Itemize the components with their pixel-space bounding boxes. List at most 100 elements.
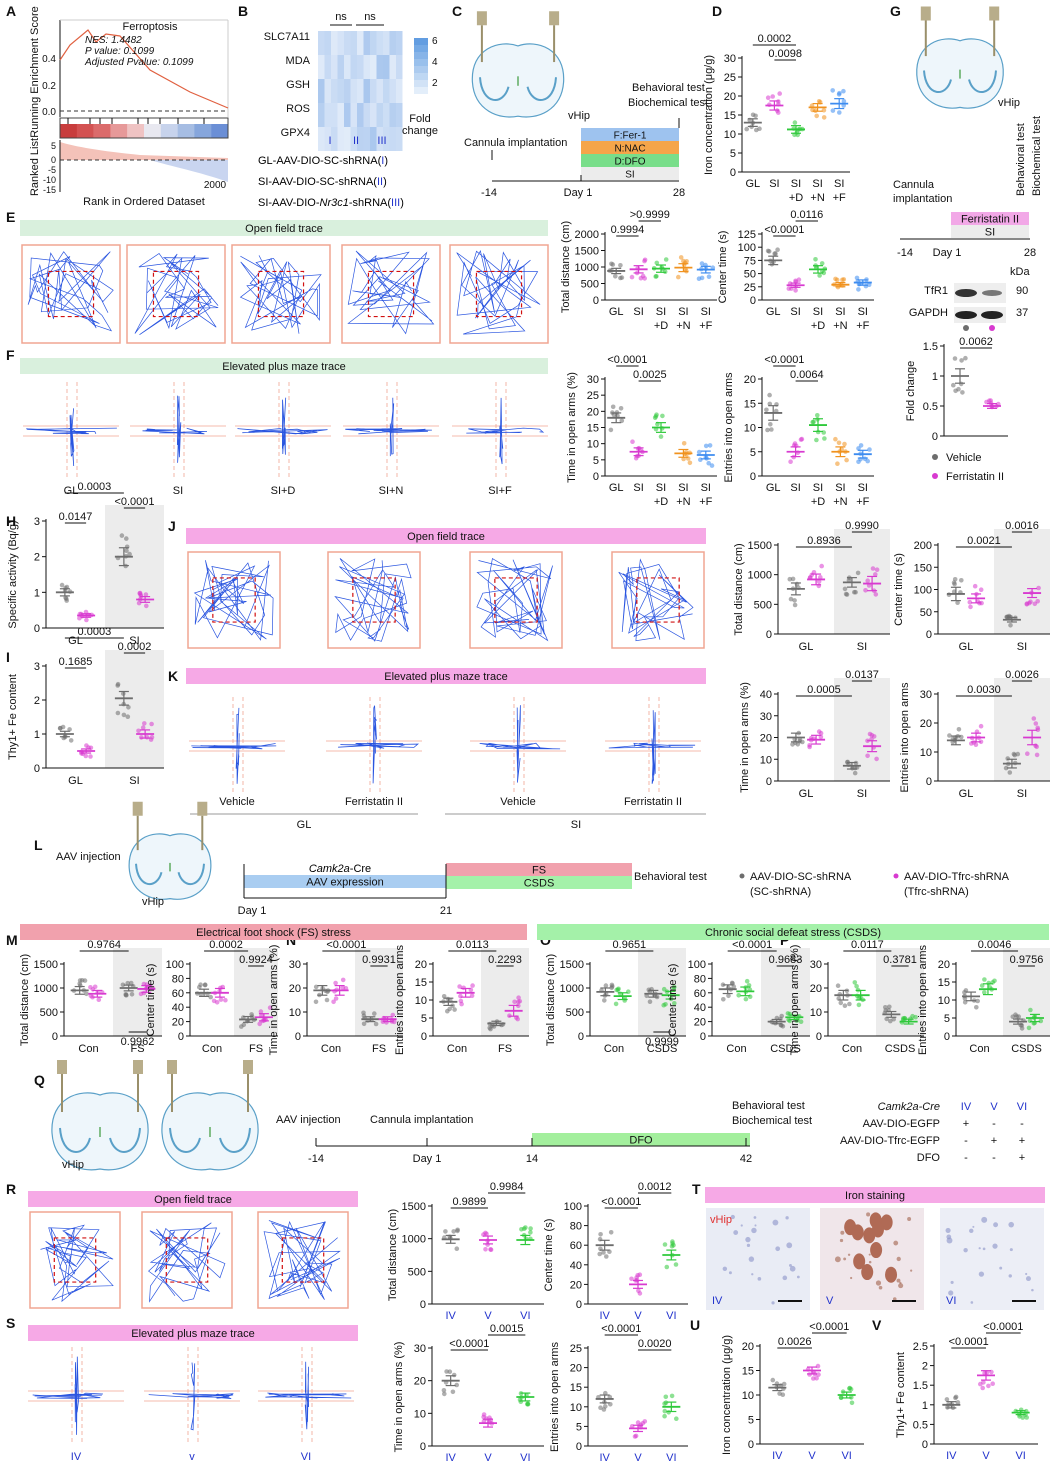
data-point [84,617,89,623]
open-field-band [28,1191,358,1207]
data-point [372,1011,377,1016]
open-field-band [20,220,548,236]
hippocampus-left [479,77,510,101]
p-value: 0.0098 [768,48,802,60]
trace-group-label: Vehicle [219,796,254,808]
p-value: 0.9984 [490,1181,524,1193]
data-point [698,457,703,463]
data-point [1005,756,1010,761]
data-point [1026,1025,1032,1031]
heatmap-cell [344,103,351,127]
x-group-label: FS [130,1043,144,1055]
movement-path [372,705,378,784]
data-point [115,681,121,687]
x-tick-label: GL [766,306,781,318]
y-tick-label: 2000 [575,229,599,241]
x-tick-label: GL [609,306,624,318]
x-group-label: SI [1017,641,1027,653]
y-axis-label: Center time (s) [145,964,157,1037]
table-value: - [964,1152,968,1164]
movement-path [148,1393,234,1399]
data-point [744,126,749,132]
timeline-label: 14 [526,1153,538,1165]
cannula-body [132,801,143,816]
y-tick-label: 20 [570,1279,582,1291]
legend-dot [739,873,745,879]
p-value: 0.0015 [490,1323,524,1335]
heatmap-cell [344,127,351,151]
data-point [838,1000,844,1006]
data-point [660,413,665,419]
fs-bar [446,863,632,876]
p-value: 0.0002 [209,939,243,951]
data-point [975,998,980,1004]
colorbar-cell [414,38,428,45]
x-tick-label: +D [811,496,825,508]
center-zone [636,577,680,623]
y-tick-label: 1 [922,1400,928,1412]
cannula-body [243,1060,253,1074]
data-point [609,985,614,991]
x-tick-label: +N [833,496,847,508]
lane-marker [989,325,995,331]
p-value: 0.0020 [638,1338,672,1350]
vhip-stain-label: vHip [710,1214,732,1226]
x-group-label: GL [799,788,814,800]
panel-letter-d: D [712,3,722,19]
stain-cell [757,1277,762,1281]
y-axis-label: Entries into open arms [549,1341,561,1452]
y-tick-label: 20 [289,983,301,995]
data-point [792,602,798,608]
y-tick-label: 20 [920,718,932,730]
movement-path [389,397,395,457]
x-tick-label: GL [609,482,624,494]
data-point [837,90,842,96]
y-tick-label: 15 [570,1382,582,1394]
stain-cell [796,1275,800,1279]
p-value: 0.9994 [611,224,645,236]
gsea-ytick: 0.4 [42,54,56,65]
x-tick-label: VI [666,1310,676,1322]
data-point [521,1226,527,1231]
heatmap-cell [318,79,325,103]
data-point [488,1247,493,1252]
data-point [658,434,664,439]
heatmap-cell [318,31,325,55]
data-point [744,978,750,984]
stain-cell [992,1243,998,1249]
colorbar-cell [414,87,428,94]
data-point [974,1005,979,1010]
open-field-trace [231,244,331,344]
y-tick-label: 3 [34,661,40,673]
stain-cell [834,1256,841,1263]
stain-cell [754,1224,757,1227]
x-tick-label: +F [699,320,712,332]
stain-positive-cell [880,1214,893,1231]
x-tick-label: IV [445,1310,456,1322]
data-point [952,581,957,587]
heatmap-cell [363,79,370,103]
rank-xlabel: Rank in Ordered Dataset [83,196,205,208]
data-point [699,261,705,266]
panel-letter-g: G [890,3,901,19]
data-point [663,257,669,262]
arena-border [141,1211,233,1309]
y-tick-label: 20 [414,1376,426,1388]
treatment-bar [581,167,679,180]
y-axis-label: Iron concentration (μg/g) [703,55,715,175]
data-point [618,263,623,268]
data-point [60,724,66,730]
data-point [455,1227,460,1233]
center-zone [475,270,523,318]
data-point [149,721,154,727]
open-field-trace [29,1211,121,1309]
plus-maze-band-title: Elevated plus maze trace [222,361,346,373]
stain-cell [751,1273,754,1276]
stain-cell [907,1217,912,1221]
stain-cell [733,1230,739,1235]
stain-cell [782,1275,788,1281]
bio-label: Biochemical test [732,1115,812,1127]
data-point [1035,725,1040,731]
